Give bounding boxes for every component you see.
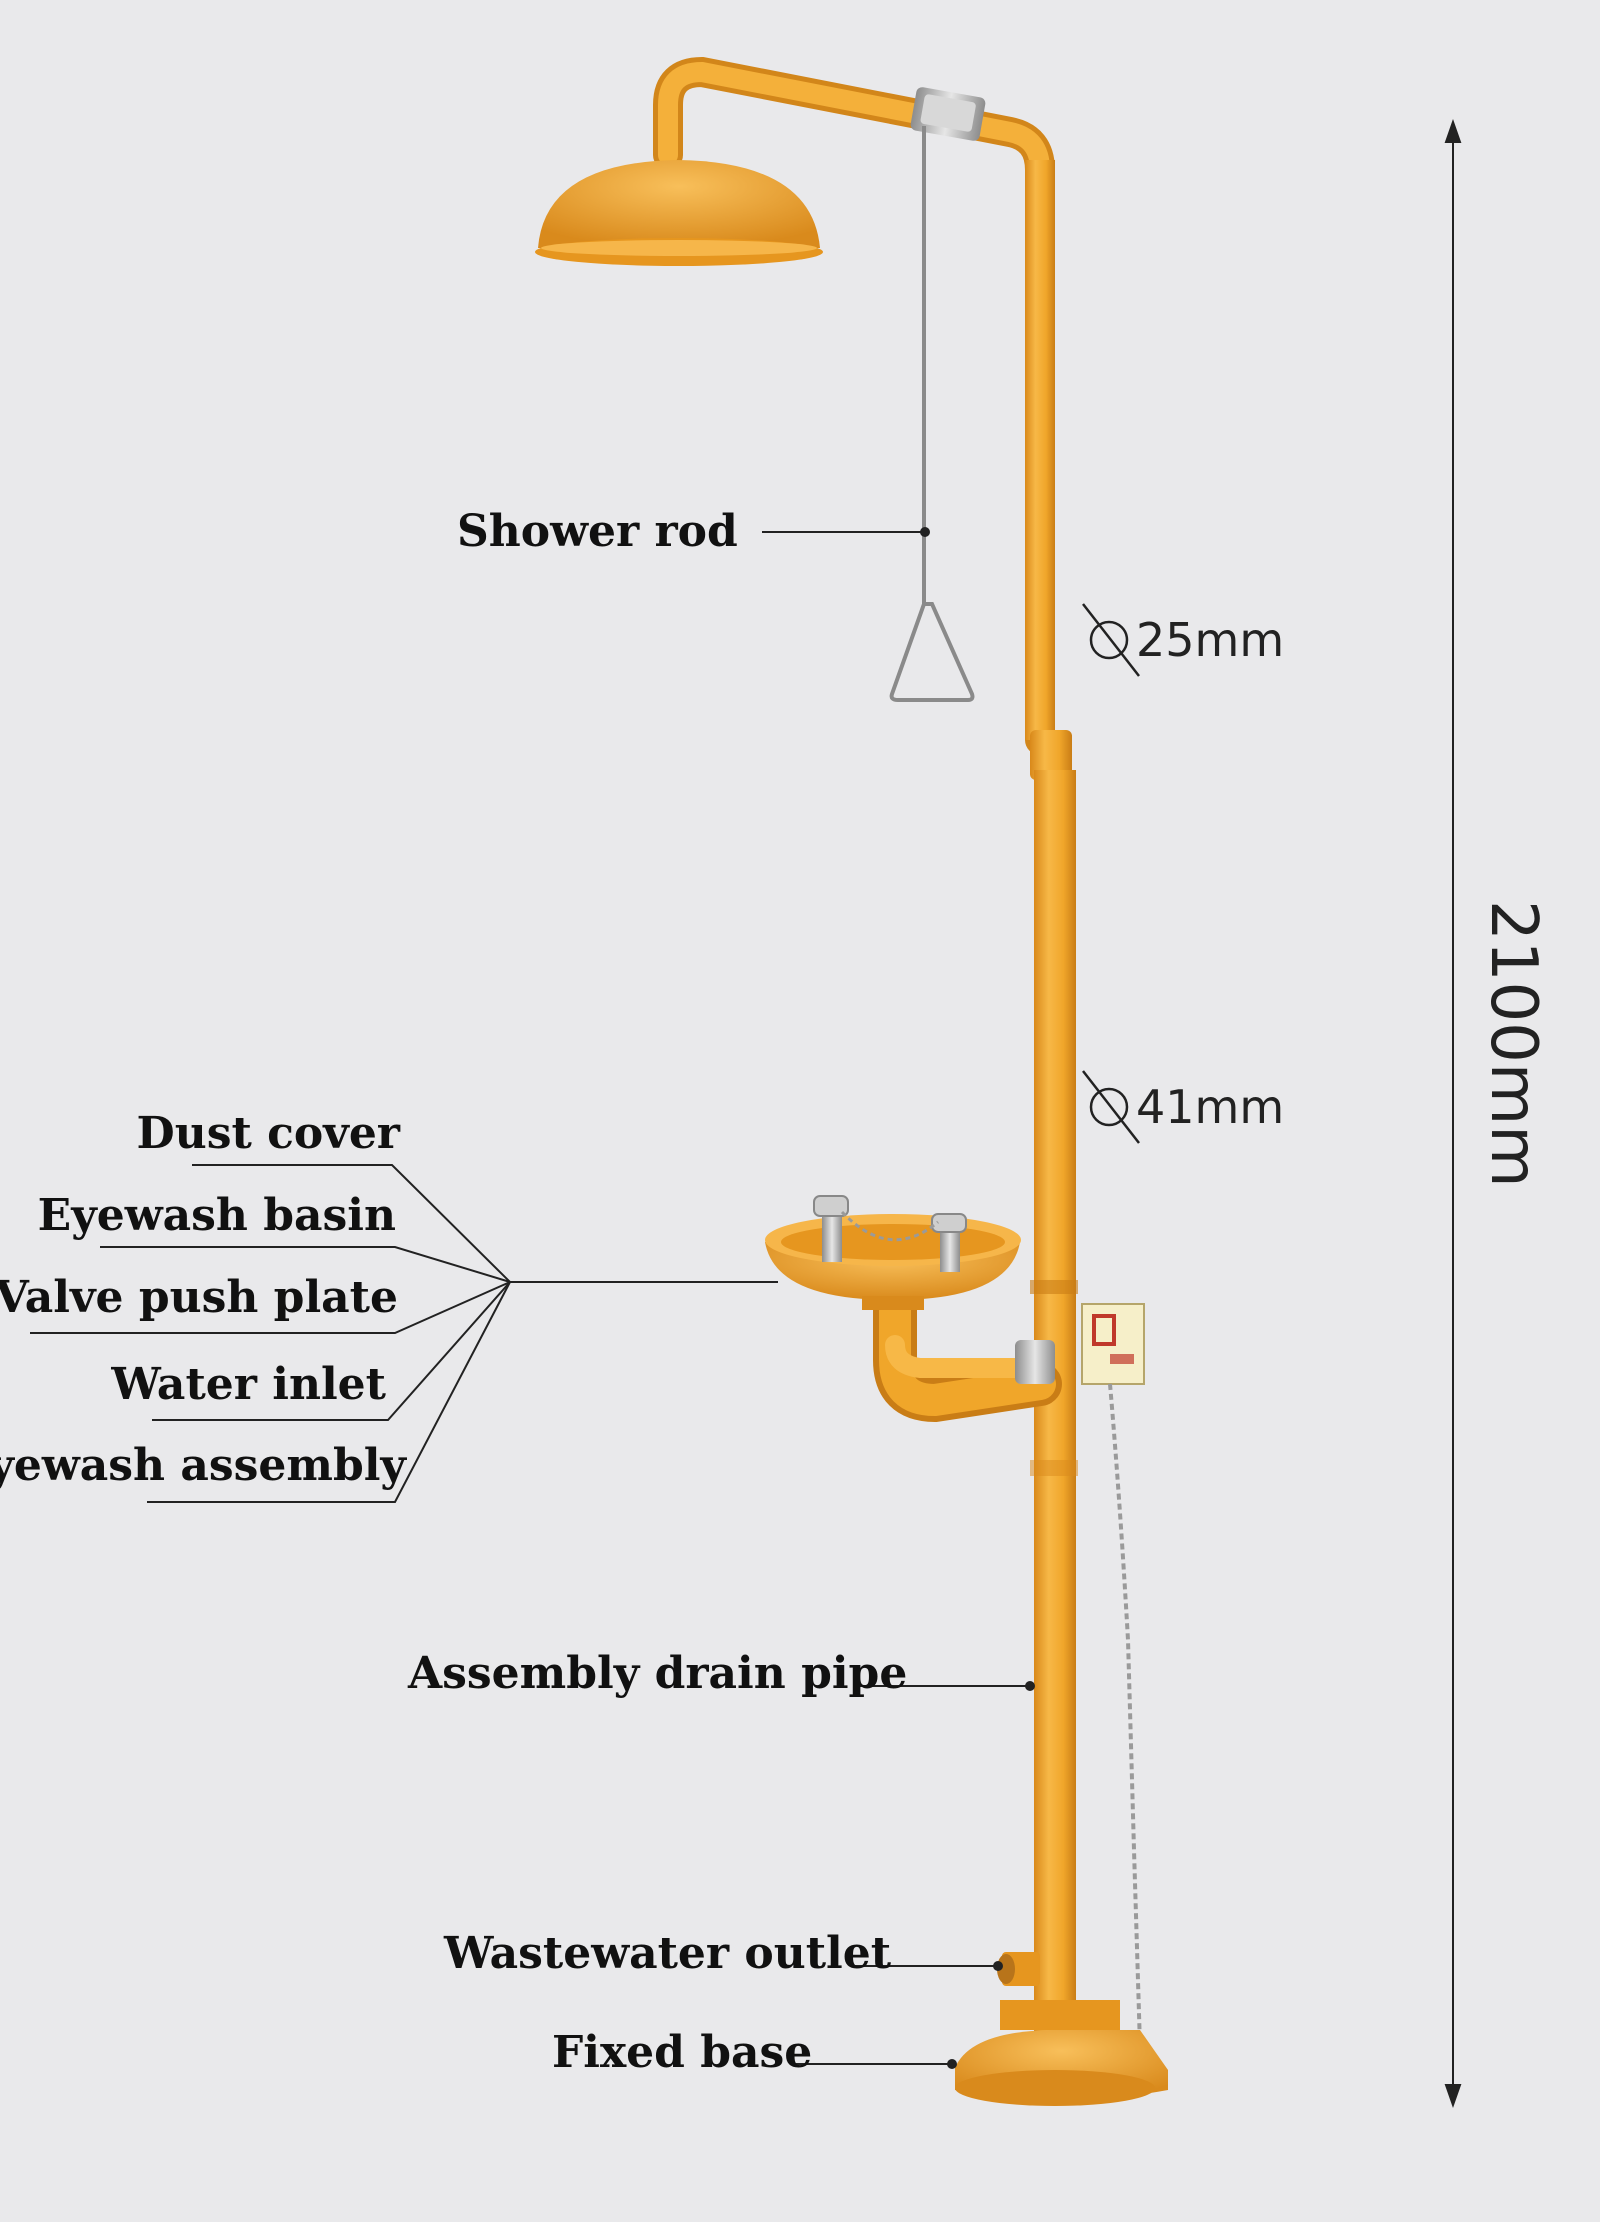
label-water-inlet: Water inlet — [111, 1359, 386, 1410]
height-dimension-line — [1444, 118, 1462, 2109]
label-assembly-drain-pipe: Assembly drain pipe — [408, 1648, 908, 1699]
label-eyewash-assembly: Eyewash assembly — [0, 1440, 406, 1491]
diameter-symbols — [1082, 603, 1140, 1144]
diameter-icon — [1089, 1087, 1129, 1127]
leader-eyewash-basin — [100, 1246, 511, 1283]
pull-chain — [1108, 1383, 1142, 2047]
leader-dust-cover — [192, 1164, 511, 1283]
upper-vertical-pipe — [1025, 160, 1055, 740]
leader-eyewash-assembly — [147, 1281, 511, 1503]
shower-pull-rod — [889, 126, 975, 702]
leader-dots — [920, 527, 1035, 2069]
valve-body — [1015, 1340, 1055, 1384]
leader-water-inlet — [152, 1281, 511, 1421]
eyewash-basin-bowl — [765, 1214, 1021, 1310]
label-wastewater-outlet: Wastewater outlet — [444, 1928, 892, 1979]
fixed-base-plate — [955, 2000, 1168, 2106]
leader-valve-push-plate — [30, 1281, 511, 1334]
label-valve-push-plate: Valve push plate — [0, 1272, 398, 1323]
diameter-icon — [1089, 620, 1129, 660]
valve-push-plate — [1081, 1303, 1145, 1385]
label-dust-cover: Dust cover — [136, 1108, 400, 1159]
dimension-total-height: 2100mm — [1476, 900, 1550, 1188]
shower-head — [535, 160, 823, 266]
dimension-lower-pipe-diameter: 41mm — [1136, 1080, 1285, 1134]
pipe-coupling — [1030, 730, 1072, 780]
eyewash-nozzles — [813, 1195, 967, 1272]
label-shower-rod: Shower rod — [457, 506, 738, 557]
eyewash-pipes — [873, 1278, 1062, 1423]
label-eyewash-basin: Eyewash basin — [37, 1190, 396, 1241]
shower-valve-clamp — [910, 87, 986, 141]
shower-supply-pipe — [653, 56, 1055, 755]
leader-lines — [30, 531, 1030, 2065]
label-fixed-base: Fixed base — [552, 2027, 813, 2078]
wastewater-outlet-pipe — [997, 1952, 1040, 1986]
dimension-upper-pipe-diameter: 25mm — [1136, 613, 1285, 667]
